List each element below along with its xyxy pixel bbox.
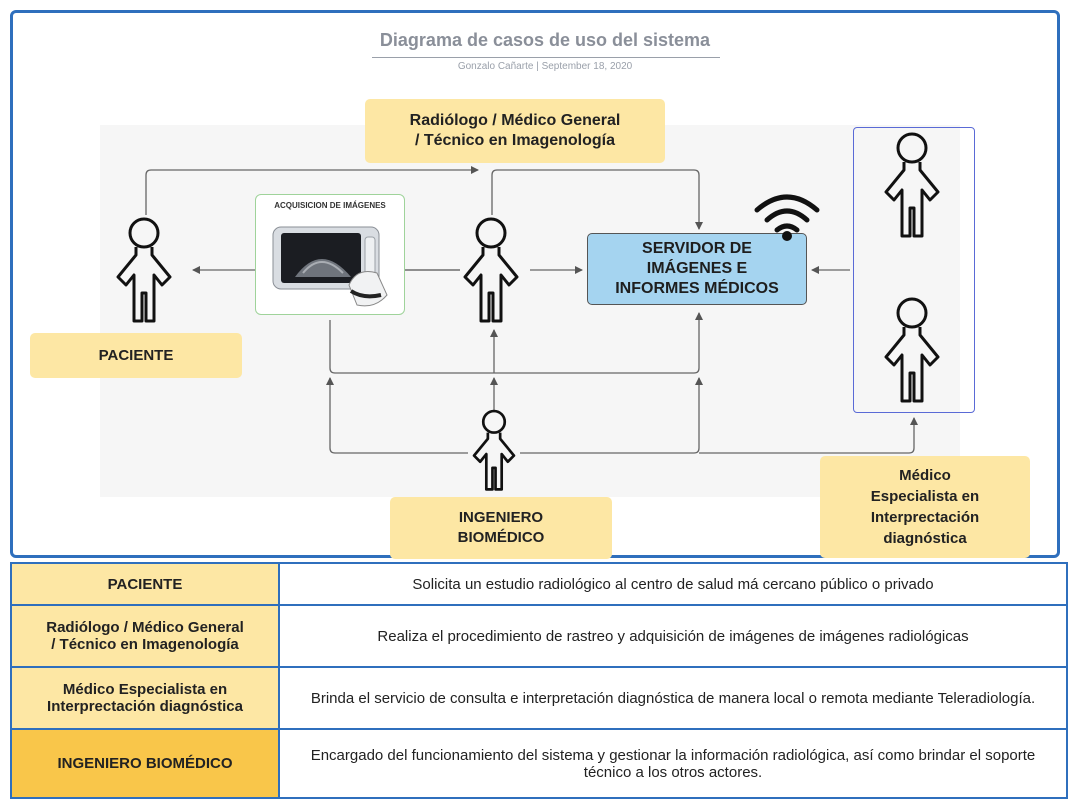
acquisition-label: ACQUISICION DE IMÁGENES bbox=[274, 201, 386, 210]
acquisition-box: ACQUISICION DE IMÁGENES bbox=[255, 194, 405, 315]
diagram-title: Diagrama de casos de uso del sistema bbox=[379, 30, 711, 50]
note-paciente: PACIENTE bbox=[30, 333, 242, 378]
table-row: PACIENTE Solicita un estudio radiológico… bbox=[10, 562, 1068, 606]
diagram-subtitle: Gonzalo Cañarte | September 18, 2020 bbox=[457, 61, 633, 72]
table-description-cell: Realiza el procedimiento de rastreo y ad… bbox=[377, 627, 969, 645]
table-row: INGENIERO BIOMÉDICO Encargado del funcio… bbox=[10, 728, 1068, 799]
diagram-canvas bbox=[100, 125, 960, 497]
ultrasound-device-icon bbox=[272, 226, 388, 307]
table-role-cell: Radiólogo / Médico General / Técnico en … bbox=[12, 606, 280, 666]
table-description-cell: Brinda el servicio de consulta e interpr… bbox=[310, 689, 1036, 707]
table-row: Radiólogo / Médico General / Técnico en … bbox=[10, 604, 1068, 668]
note-especialista-label: Médico Especialista en Interprectación d… bbox=[870, 467, 980, 547]
wifi-icon bbox=[754, 194, 820, 241]
table-role-cell: INGENIERO BIOMÉDICO bbox=[12, 730, 280, 797]
note-ingeniero: INGENIERO BIOMÉDICO bbox=[390, 497, 612, 559]
person-icon bbox=[472, 409, 516, 491]
note-paciente-label: PACIENTE bbox=[98, 347, 174, 364]
specialist-group-box bbox=[853, 127, 975, 413]
person-icon bbox=[884, 132, 940, 238]
person-icon bbox=[116, 217, 172, 323]
note-especialista: Médico Especialista en Interprectación d… bbox=[820, 456, 1030, 558]
title-divider bbox=[372, 57, 720, 58]
note-radiologo: Radiólogo / Médico General / Técnico en … bbox=[365, 99, 665, 163]
roles-table: PACIENTE Solicita un estudio radiológico… bbox=[10, 562, 1068, 799]
note-ingeniero-label: INGENIERO BIOMÉDICO bbox=[457, 509, 545, 546]
table-role-cell: PACIENTE bbox=[12, 564, 280, 604]
table-row: Médico Especialista en Interprectación d… bbox=[10, 666, 1068, 730]
table-description-cell: Encargado del funcionamiento del sistema… bbox=[310, 746, 1036, 781]
person-icon bbox=[884, 297, 940, 403]
note-radiologo-label: Radiólogo / Médico General / Técnico en … bbox=[409, 112, 621, 149]
table-role-cell: Médico Especialista en Interprectación d… bbox=[12, 668, 280, 728]
table-description-cell: Solicita un estudio radiológico al centr… bbox=[412, 575, 934, 593]
server-label: SERVIDOR DE IMÁGENES E INFORMES MÉDICOS bbox=[615, 240, 779, 297]
image-server-box: SERVIDOR DE IMÁGENES E INFORMES MÉDICOS bbox=[587, 233, 807, 305]
person-icon bbox=[463, 217, 519, 323]
